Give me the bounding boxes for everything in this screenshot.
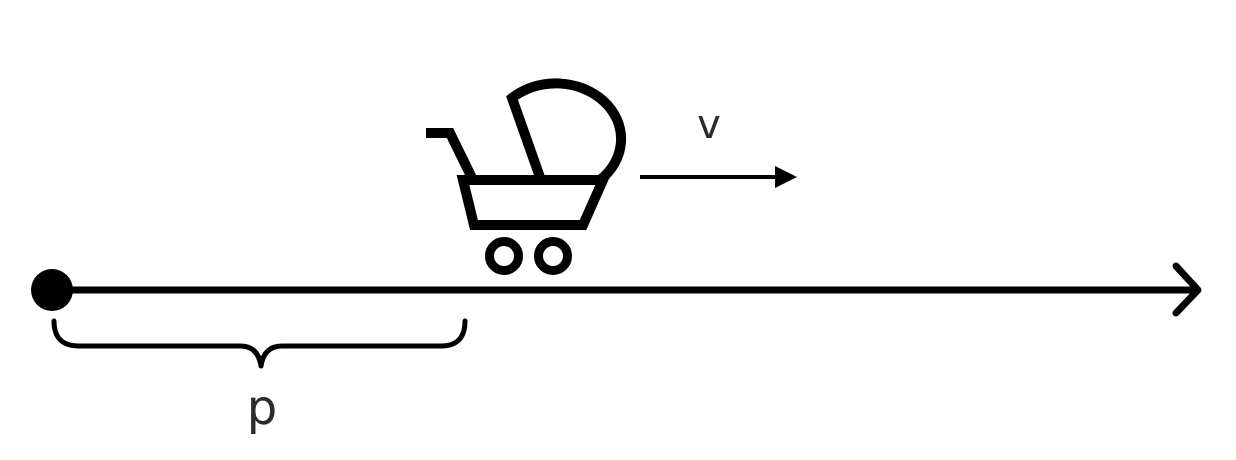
velocity-label: v <box>697 102 721 148</box>
baby-stroller-icon <box>426 78 627 275</box>
position-axis <box>31 262 1202 317</box>
velocity-arrow <box>640 166 797 188</box>
origin-dot <box>31 269 73 311</box>
position-brace <box>51 318 468 369</box>
position-label: p <box>247 380 277 436</box>
axis-arrowhead <box>1172 262 1202 317</box>
